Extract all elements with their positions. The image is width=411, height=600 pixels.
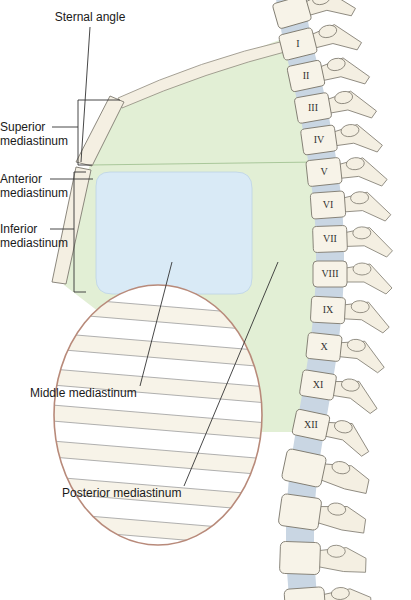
bracket-tick bbox=[52, 127, 78, 128]
vertebra-number: I bbox=[296, 39, 299, 49]
diaphragm-outline bbox=[54, 285, 262, 545]
leader-line bbox=[184, 262, 278, 486]
rib bbox=[40, 332, 280, 368]
rib bbox=[40, 512, 280, 548]
thoracic-vertebra bbox=[294, 84, 378, 130]
leader-line bbox=[50, 179, 93, 180]
bracket bbox=[78, 100, 120, 165]
rib bbox=[40, 440, 280, 476]
lumbar-vertebra bbox=[279, 541, 366, 576]
first-rib bbox=[118, 40, 292, 108]
rib bbox=[40, 296, 280, 332]
leader-line bbox=[81, 27, 90, 162]
thoracic-vertebra bbox=[310, 188, 391, 226]
thoracic-vertebra bbox=[310, 296, 391, 333]
thoracic-vertebra bbox=[287, 50, 371, 99]
vertebra-number: VII bbox=[323, 234, 337, 244]
vertebra-number: VI bbox=[323, 200, 334, 210]
thoracic-vertebra bbox=[298, 370, 381, 415]
thoracic-vertebra bbox=[290, 409, 374, 458]
vertebra-number: XII bbox=[304, 420, 318, 430]
vertebra-number: IV bbox=[314, 135, 325, 145]
lumbar-vertebra bbox=[278, 493, 368, 537]
sternal-angle-plane bbox=[90, 162, 318, 165]
vertebra-number: II bbox=[303, 71, 310, 81]
region-label: Anterior mediastinum bbox=[0, 172, 72, 200]
pericardium-region bbox=[96, 172, 252, 294]
lumbar-vertebra bbox=[284, 583, 372, 600]
bracket bbox=[74, 172, 86, 292]
thoracic-vertebra bbox=[305, 332, 387, 373]
vertebra-number: V bbox=[320, 167, 327, 177]
region-label: Inferior mediastinum bbox=[0, 222, 72, 250]
bracket-tick bbox=[50, 229, 74, 230]
lumbar-vertebra bbox=[281, 448, 372, 497]
thoracic-vertebra bbox=[278, 16, 363, 67]
region-label: Posterior mediastinum bbox=[62, 486, 181, 500]
cervical-vertebra bbox=[272, 0, 357, 36]
vertebra-number: VIII bbox=[321, 269, 338, 279]
thoracic-vertebra bbox=[306, 153, 388, 194]
region-label: Superior mediastinum bbox=[0, 120, 72, 148]
rib bbox=[40, 476, 280, 512]
thoracic-vertebra bbox=[300, 118, 383, 162]
leader-lines bbox=[50, 27, 278, 486]
vertebra-number: XI bbox=[313, 380, 324, 390]
thoracic-vertebra bbox=[313, 224, 393, 260]
vertebra-number: X bbox=[320, 342, 327, 352]
sternum-body bbox=[52, 167, 91, 284]
thoracic-vertebra bbox=[313, 261, 392, 294]
region-label: Middle mediastinum bbox=[30, 386, 137, 400]
vertebra-number: IX bbox=[323, 305, 334, 315]
part-label: Sternal angle bbox=[55, 10, 126, 24]
leader-line bbox=[140, 262, 172, 386]
rib bbox=[40, 404, 280, 440]
vertebra-number: III bbox=[308, 103, 318, 113]
